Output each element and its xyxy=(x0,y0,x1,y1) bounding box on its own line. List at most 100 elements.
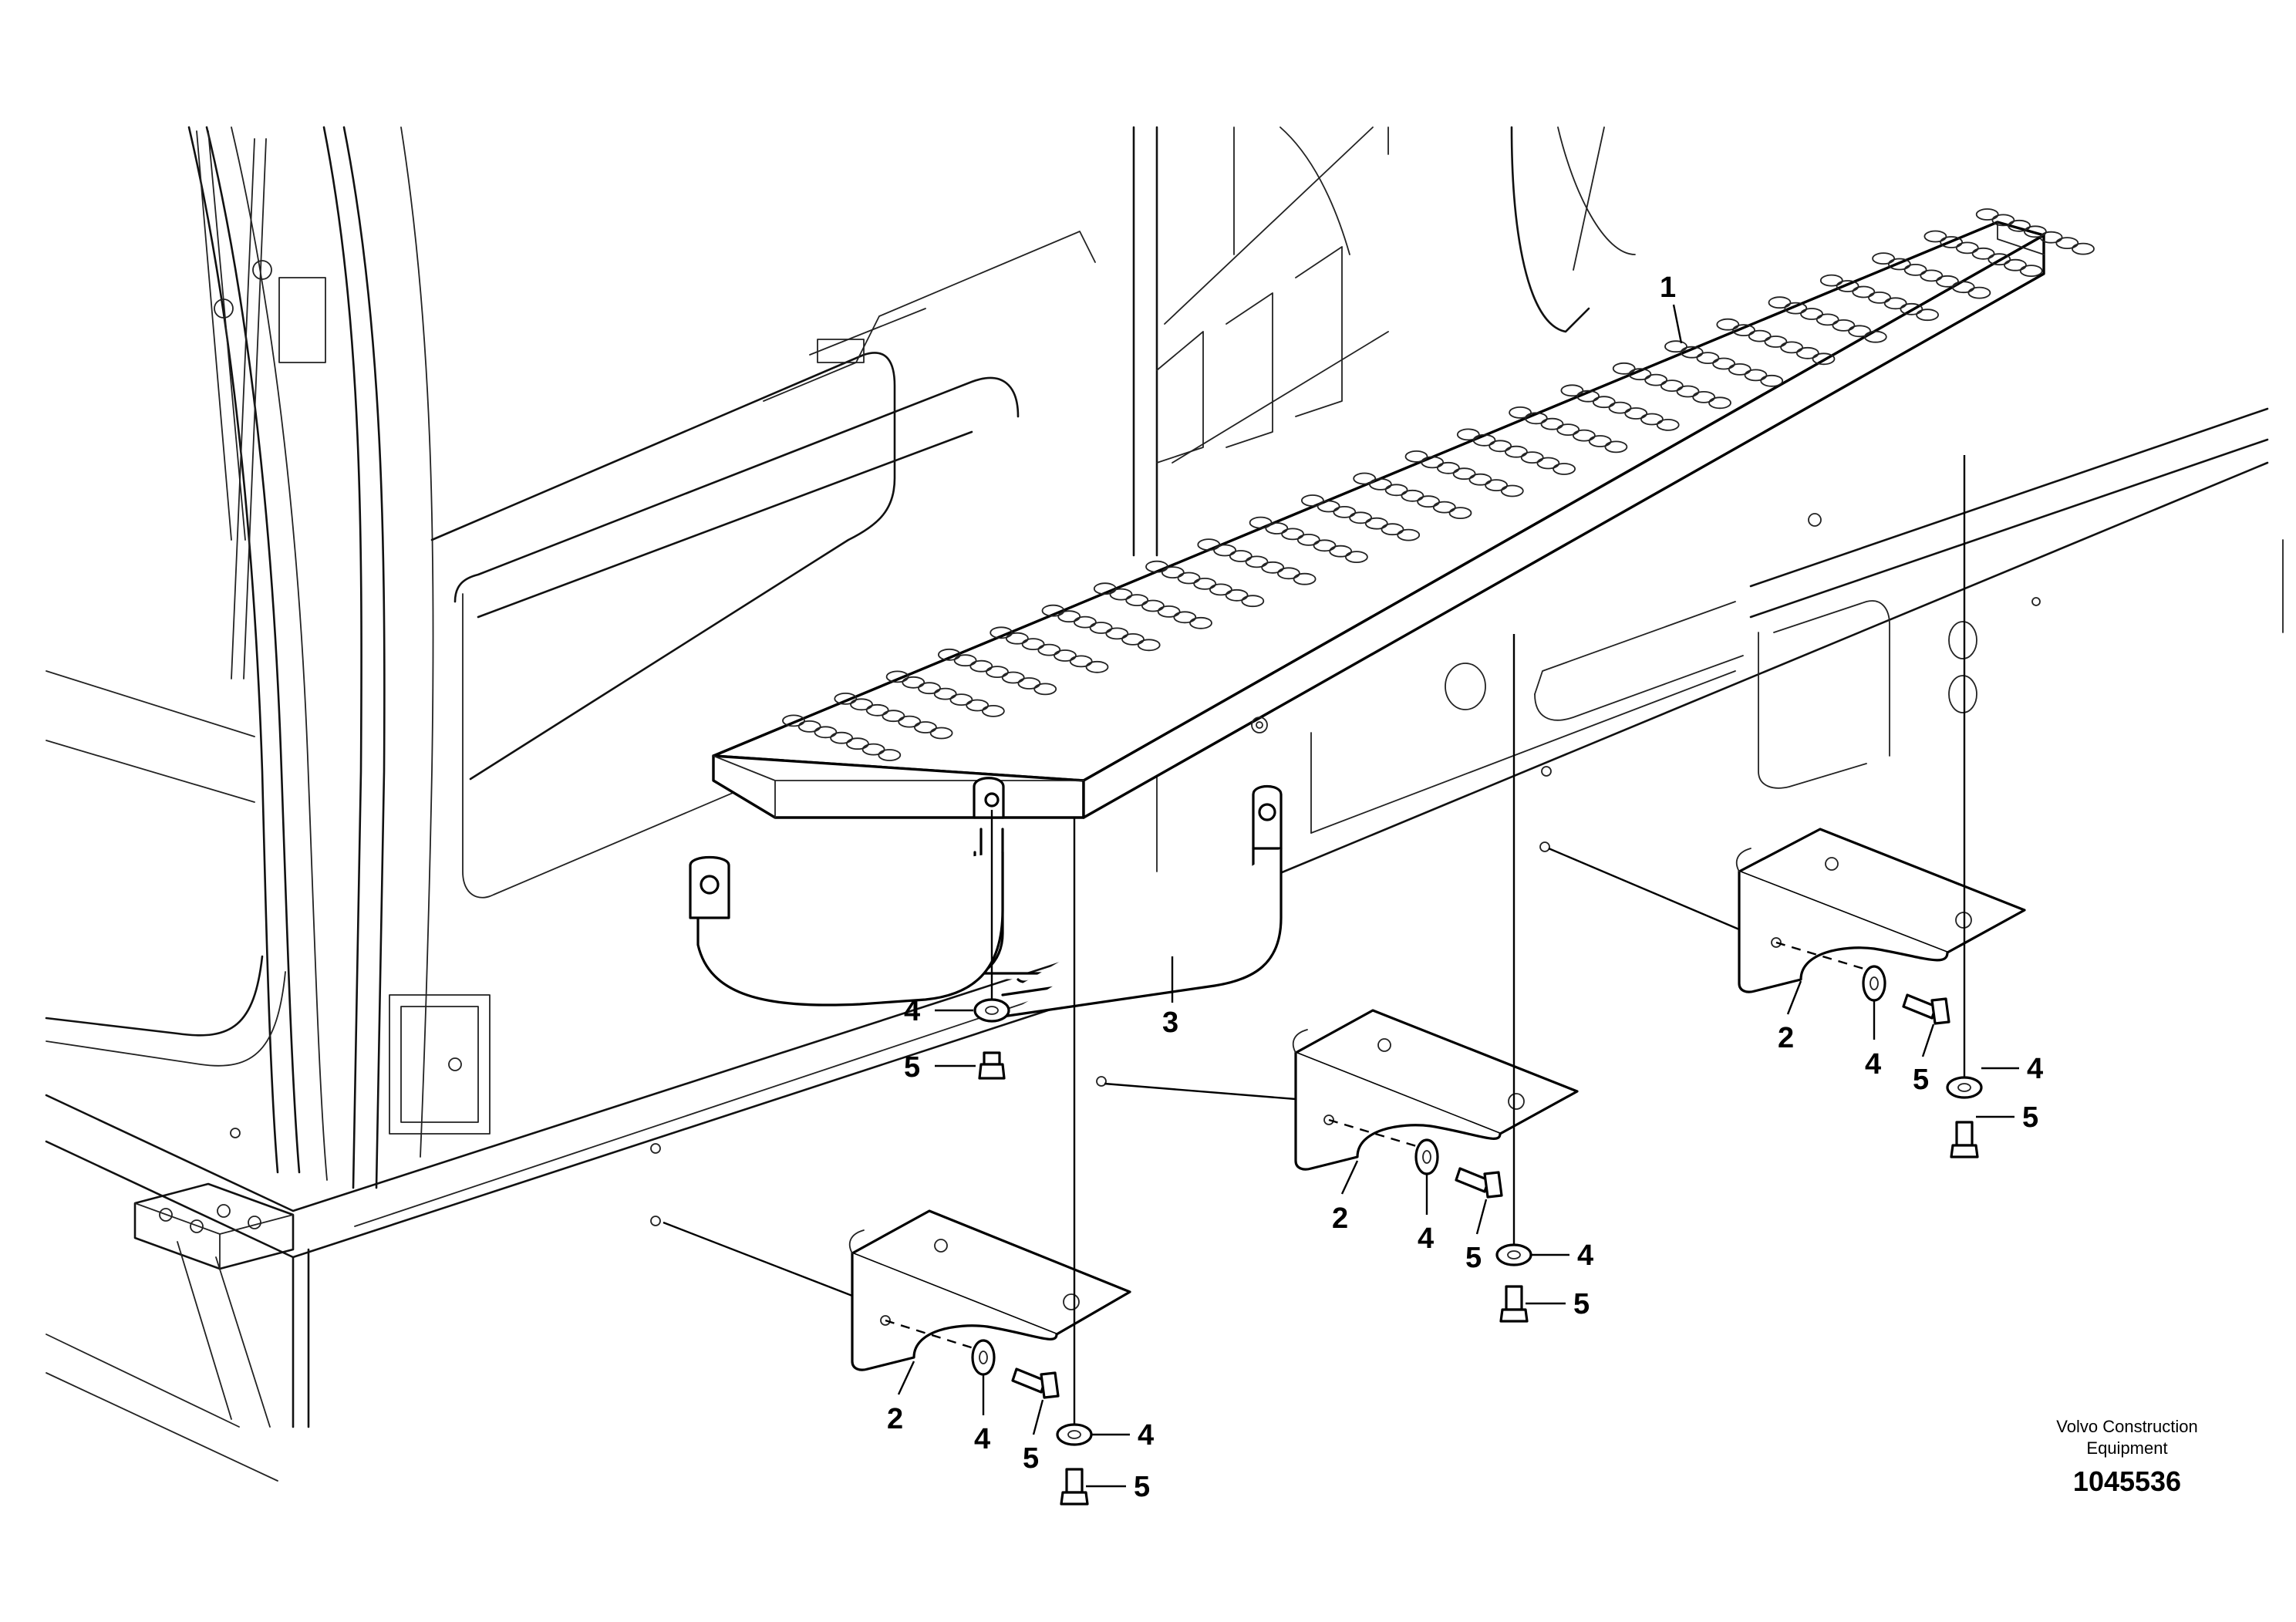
perforation-hole xyxy=(1265,522,1289,534)
perforation-hole xyxy=(2039,231,2063,244)
perforation-hole xyxy=(1349,511,1372,524)
perforation-hole xyxy=(1249,516,1273,529)
perforation-hole xyxy=(2055,237,2079,250)
perforation-hole xyxy=(1121,633,1145,646)
perforation-hole xyxy=(1903,263,1927,276)
perforation-hole xyxy=(2023,225,2047,238)
perforation-hole xyxy=(2019,265,2043,278)
callout-4: 4 xyxy=(904,995,920,1027)
perforation-hole xyxy=(1744,369,1768,382)
perforation-hole xyxy=(1764,336,1788,348)
callout-4: 4 xyxy=(974,1423,990,1455)
perforation-hole xyxy=(969,659,993,673)
perforation-hole xyxy=(1848,325,1872,338)
perforation-hole xyxy=(1612,362,1636,375)
perforation-hole xyxy=(1536,457,1560,470)
perforation-hole xyxy=(914,721,937,733)
perforation-hole xyxy=(1556,423,1580,436)
perforation-hole xyxy=(1500,484,1524,497)
perforation-hole xyxy=(1241,595,1265,608)
perforation-hole xyxy=(1509,406,1532,419)
perforation-hole xyxy=(1836,280,1859,292)
grab-handle-part-3 xyxy=(689,777,1283,1018)
perforation-hole xyxy=(1872,252,1896,265)
perforation-hole xyxy=(1760,374,1784,387)
perforation-hole xyxy=(1816,313,1839,326)
perforation-hole xyxy=(933,687,957,700)
perforation-hole xyxy=(782,714,805,727)
perforation-hole xyxy=(1936,275,1959,288)
perforation-hole xyxy=(1173,611,1197,624)
perforation-hole xyxy=(1281,528,1304,541)
perforation-hole xyxy=(990,626,1013,639)
perforation-hole xyxy=(1397,528,1421,541)
perforation-hole xyxy=(1157,605,1181,618)
perforation-hole xyxy=(949,693,973,706)
perforation-hole xyxy=(1524,412,1548,425)
perforation-hole xyxy=(1991,214,2015,227)
perforation-hole xyxy=(1301,494,1324,507)
perforation-hole xyxy=(882,710,905,723)
perforation-hole xyxy=(865,703,889,717)
perforation-hole xyxy=(1189,616,1212,629)
callout-2: 2 xyxy=(1778,1022,1794,1054)
perforation-hole xyxy=(929,727,953,740)
perforation-hole xyxy=(1293,572,1317,585)
cab-background xyxy=(45,126,2284,1482)
perforation-hole xyxy=(898,715,922,728)
callout-5: 5 xyxy=(904,1051,920,1084)
perforation-hole xyxy=(861,743,885,756)
perforation-hole xyxy=(1017,677,1041,690)
callout-4: 4 xyxy=(1577,1239,1593,1272)
perforation-hole xyxy=(1664,340,1687,353)
perforation-hole xyxy=(1137,639,1161,652)
perforation-hole xyxy=(1988,253,2011,266)
perforation-hole xyxy=(1728,363,1752,376)
perforation-hole xyxy=(1656,419,1680,431)
perforation-hole xyxy=(1640,413,1664,426)
perforation-hole xyxy=(1852,285,1876,298)
perforation-hole xyxy=(1712,357,1736,370)
callout-5: 5 xyxy=(1573,1288,1590,1320)
perforation-hole xyxy=(850,698,873,711)
perforation-hole xyxy=(1074,615,1097,629)
callout-4: 4 xyxy=(1138,1419,1154,1452)
perforation-hole xyxy=(1784,302,1808,315)
perforation-hole xyxy=(1468,473,1492,486)
perforation-hole xyxy=(878,749,902,761)
perforation-hole xyxy=(1369,478,1392,491)
perforation-hole xyxy=(938,648,961,661)
perforation-hole xyxy=(1417,495,1440,508)
perforation-hole xyxy=(1708,396,1731,410)
perforation-hole xyxy=(1245,555,1269,568)
perforation-hole xyxy=(1161,566,1185,578)
perforation-hole xyxy=(2072,242,2095,255)
credit-block: Volvo Construction Equipment 1045536 xyxy=(2056,1417,2197,1497)
perforation-hole xyxy=(982,705,1005,717)
callout-labels: 1 2 2 2 3 4 4 4 4 4 4 4 5 5 5 5 5 5 5 xyxy=(887,271,2043,1503)
fasteners xyxy=(971,965,1983,1506)
perforation-hole xyxy=(1033,683,1057,696)
perforation-hole xyxy=(1448,507,1472,519)
perforation-hole xyxy=(1109,588,1133,601)
perforation-hole xyxy=(1883,297,1907,310)
perforation-hole xyxy=(1085,660,1109,673)
perforation-hole xyxy=(1054,649,1077,662)
perforation-hole xyxy=(1177,572,1201,585)
perforation-hole xyxy=(1345,551,1368,563)
perforation-hole xyxy=(1069,655,1093,668)
perforation-hole xyxy=(1732,324,1755,337)
credit-line-2: Equipment xyxy=(2086,1438,2167,1458)
perforation-hole xyxy=(1329,545,1353,558)
assembly-lines xyxy=(663,455,1966,1427)
perforation-hole xyxy=(846,737,869,750)
perforation-hole xyxy=(1604,440,1628,454)
perforation-hole xyxy=(1193,578,1217,590)
callout-4: 4 xyxy=(1418,1222,1434,1255)
perforation-hole xyxy=(1887,258,1911,271)
perforation-hole xyxy=(1364,517,1388,530)
reference-number: 1045536 xyxy=(2073,1465,2181,1497)
perforation-hole xyxy=(1971,247,1995,260)
perforation-hole xyxy=(1093,582,1117,595)
